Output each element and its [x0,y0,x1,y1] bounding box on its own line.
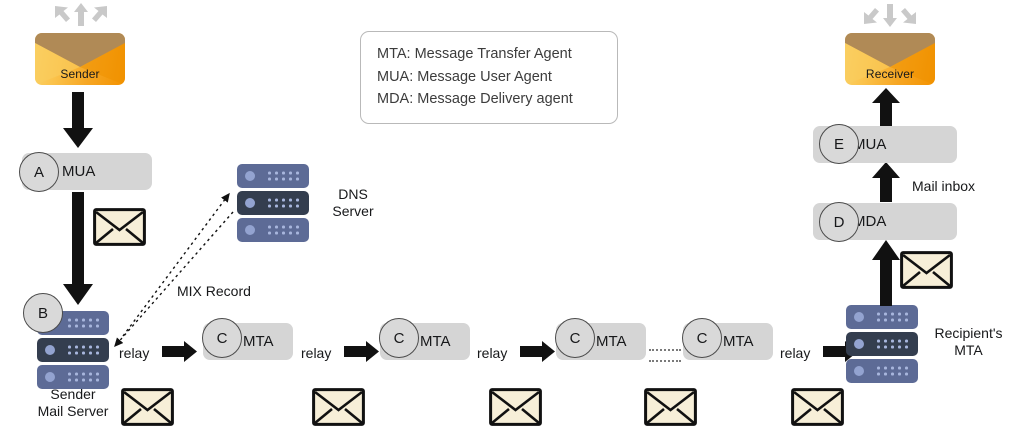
legend-line-mta: MTA: Message Transfer Agent [377,46,572,62]
rack-led-icon [245,225,255,235]
step-badge-b: B [23,293,63,333]
receiver-envelope: Receiver [845,33,935,85]
message-envelope-icon-4 [489,388,542,426]
rack-unit-top [237,164,309,188]
rack-unit-bottom [237,218,309,242]
rack-led-icon [854,366,864,376]
sender-mua-label: MUA [62,163,96,180]
arrow-relay-2 [344,341,380,368]
sender-envelope: Sender [35,33,125,85]
message-envelope-icon-1 [93,208,146,246]
rack-unit-middle [237,191,309,215]
dns-server-rack [237,164,309,245]
mta-chain-continuation-bottom [649,360,681,362]
message-envelope-icon-5 [644,388,697,426]
arrow-mua-to-receiver [869,88,903,133]
rack-dots-icon [877,312,911,323]
rack-dots-icon [268,171,302,182]
mail-inbox-label: Mail inbox [912,178,976,194]
receiver-incoming-arrows-icon [842,2,938,32]
arrow-mua-to-mailserver [58,192,98,312]
step-badge-e: E [819,124,859,164]
rack-dots-icon [877,339,911,350]
sender-outgoing-arrows-icon [33,2,129,32]
relay-label-1: relay [119,345,150,361]
arrow-relay-3 [520,341,556,368]
rack-dots-icon [68,345,102,356]
dns-server-label: DNS Server [332,186,374,219]
relay-label-3: relay [477,345,508,361]
rack-dots-icon [877,366,911,377]
rack-dots-icon [68,372,102,383]
rack-led-icon [45,345,55,355]
rack-dots-icon [268,225,302,236]
mta-label-2: MTA [420,333,451,350]
step-badge-d: D [819,202,859,242]
rack-led-icon [245,198,255,208]
mta-chain-continuation-top [649,349,681,351]
step-badge-c-1: C [202,318,242,358]
mta-label-1: MTA [243,333,274,350]
recipient-mta-rack [846,305,918,386]
arrow-mda-to-mua [869,162,903,209]
mix-record-label: MIX Record [177,283,251,299]
arrow-mta-to-mda [869,240,903,313]
rack-led-icon [854,312,864,322]
mta-label-4: MTA [723,333,754,350]
legend-line-mua: MUA: Message User Agent [377,68,552,85]
message-envelope-icon-2 [121,388,174,426]
message-envelope-icon-7 [900,251,953,289]
mta-label-3: MTA [596,333,627,350]
step-badge-c-3: C [555,318,595,358]
sender-mail-server-label: Sender Mail Server [37,386,109,419]
arrow-relay-1 [162,341,198,368]
rack-unit-bottom [37,365,109,389]
relay-label-2: relay [301,345,332,361]
rack-led-icon [245,171,255,181]
rack-unit-top [846,305,918,329]
relay-label-4: relay [780,345,811,361]
rack-unit-bottom [846,359,918,383]
message-envelope-icon-6 [791,388,844,426]
rack-led-icon [854,339,864,349]
recipient-mta-label: Recipient's MTA [934,325,1003,358]
recipient-mua-label: MUA [853,136,887,153]
rack-unit-middle [846,332,918,356]
rack-dots-icon [68,318,102,329]
legend-box: MTA: Message Transfer Agent MUA: Message… [360,31,618,124]
step-badge-a: A [19,152,59,192]
recipient-mda-label: MDA [853,213,887,230]
legend-line-mda: MDA: Message Delivery agent [377,91,573,107]
rack-dots-icon [268,198,302,209]
message-envelope-icon-3 [312,388,365,426]
arrow-sender-to-mua [58,92,98,155]
rack-led-icon [45,372,55,382]
rack-unit-middle [37,338,109,362]
step-badge-c-2: C [379,318,419,358]
step-badge-c-4: C [682,318,722,358]
sender-envelope-label: Sender [60,67,100,81]
receiver-envelope-label: Receiver [865,67,915,81]
